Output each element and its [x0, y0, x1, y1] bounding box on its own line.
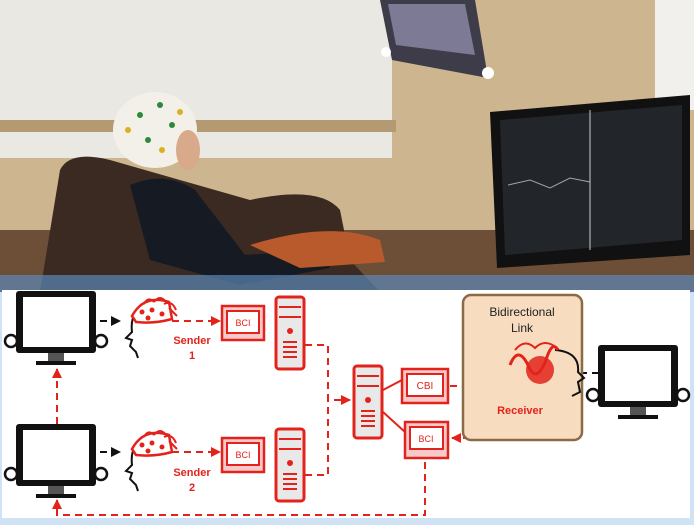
- link-title-line2: Link: [511, 321, 534, 335]
- server-computer-icon: [352, 364, 384, 440]
- sender2-label: Sender: [173, 467, 211, 479]
- sender2-bci-box: BCI: [220, 436, 266, 474]
- sender1-computer-icon: [274, 295, 306, 371]
- sender1-number: 1: [189, 350, 195, 362]
- cbi-box: CBI: [400, 367, 450, 405]
- svg-text:BCI: BCI: [418, 434, 433, 444]
- eeg-cap: [113, 92, 197, 168]
- eeg-display-monitor: [490, 95, 690, 268]
- bci-diagram: Sender 1 Sender 2 BCI BCI CBI BCI: [2, 289, 691, 518]
- svg-text:BCI: BCI: [235, 450, 250, 460]
- lab-photo: [0, 0, 694, 292]
- link-title-line1: Bidirectional: [489, 305, 554, 319]
- overhead-monitor: [380, 0, 494, 79]
- bidirectional-link-box: Bidirectional Link Receiver: [461, 293, 586, 442]
- receiver-bci-box: BCI: [403, 420, 450, 460]
- svg-text:BCI: BCI: [235, 318, 250, 328]
- sender2-number: 2: [189, 482, 195, 494]
- sender1-label: Sender: [173, 335, 211, 347]
- svg-text:CBI: CBI: [417, 381, 434, 392]
- sender1-bci-box: BCI: [220, 304, 266, 342]
- receiver-head-icon: [508, 342, 586, 397]
- sender2-computer-icon: [274, 427, 306, 503]
- receiver-label: Receiver: [497, 405, 544, 417]
